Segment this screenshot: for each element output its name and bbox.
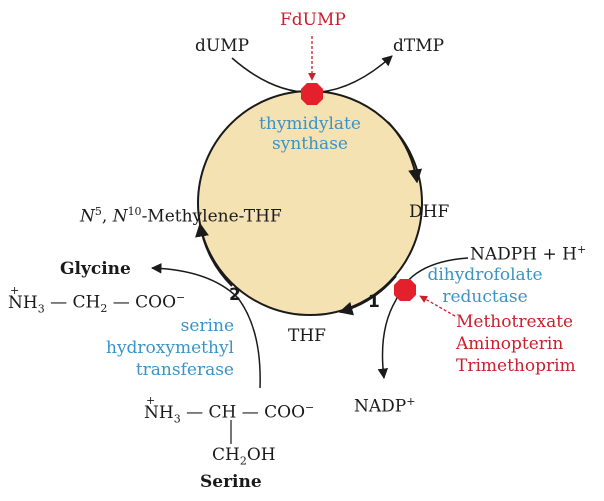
inhibitor-methotrexate: Methotrexate	[456, 312, 574, 332]
dtmp-label: dTMP	[393, 36, 445, 56]
dump-label: dUMP	[195, 36, 250, 56]
arrow-to-methylene-thf	[195, 222, 233, 287]
serine-name: Serine	[200, 472, 262, 492]
step-1-label: 1	[368, 292, 380, 312]
glycine-name: Glycine	[60, 259, 131, 279]
thf-label: THF	[288, 326, 326, 346]
dhfr-label: dihydrofolate reductase	[427, 265, 543, 307]
step-2-label: 2	[229, 285, 241, 305]
inhibitor-trimethoprim: Trimethoprim	[456, 356, 576, 376]
serine-formula: +NH3 — CH — COO−	[144, 393, 315, 426]
dhfr-inhibitors-list: Methotrexate Aminopterin Trimethoprim	[456, 312, 576, 376]
nadp-label: NADP+	[354, 395, 416, 417]
fdump-label: FdUMP	[280, 10, 346, 30]
arrow-ts-to-dhf	[387, 121, 423, 184]
ts-inhibition-octagon	[301, 83, 323, 105]
arrow-nadp-out	[377, 299, 397, 380]
inhibitor-aminopterin: Aminopterin	[456, 334, 564, 354]
arrow-dhfr-to-thf	[338, 275, 397, 316]
dhf-label: DHF	[409, 202, 450, 222]
shmt-label: serine hydroxymethyl transferase	[106, 316, 234, 380]
glycine-formula: +NH3 — CH2 — COO−	[8, 283, 186, 316]
thymidylate-synthase-label: thymidylate synthase	[259, 114, 361, 154]
dhfr-inhibition-octagon	[394, 279, 416, 301]
dhfr-inhibitor-line	[419, 295, 456, 317]
nadph-label: NADPH + H+	[470, 243, 587, 265]
arrow-serine-to-glycine	[150, 263, 261, 389]
serine-side-chain: CH2OH	[212, 445, 276, 468]
methylene-thf-label: N5, N10-Methylene-THF	[80, 205, 282, 227]
